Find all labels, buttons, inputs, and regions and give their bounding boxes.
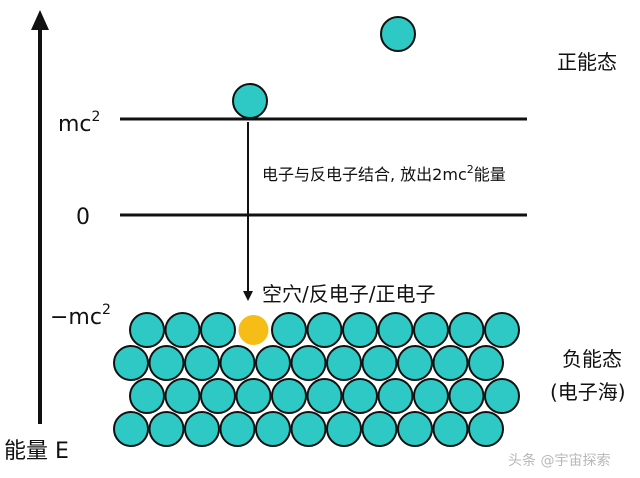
sea-electron [255,345,291,381]
sea-electron [448,312,485,348]
annihilation-annotation: 电子与反电子结合, 放出2mc2能量 [262,163,506,184]
sea-electron [306,312,343,348]
hole-positron [238,315,269,345]
sea-electron [306,378,343,414]
sea-electron [342,378,378,414]
sea-electron [361,345,398,381]
sea-electron [484,312,520,348]
sea-electron [397,345,433,381]
sea-electron [164,378,201,414]
electron-sea [113,312,520,447]
sea-electron [468,411,504,447]
sea-electron [129,378,165,414]
positive-state-label: 正能态 [557,50,617,74]
sea-electron [148,345,185,381]
sea-electron [271,378,307,414]
sea-electron [255,411,291,447]
sea-electron [448,378,485,414]
sea-electron [326,411,362,447]
sea-electron [326,345,362,381]
negative-state-label: 负能态 [562,347,622,371]
sea-electron [432,411,469,447]
sea-electron [377,378,414,414]
sea-electron [290,411,327,447]
sea-electron [235,378,272,414]
watermark: 头条 @宇宙探索 [508,452,610,469]
energy-axis-label: 能量 E [4,439,69,464]
sea-electron [432,345,469,381]
sea-electron [184,345,220,381]
sea-electron [361,411,398,447]
sea-electron [184,411,220,447]
electron-sea-label: (电子海) [550,380,626,404]
level-label-mc2: mc2 [58,109,100,137]
sea-electron [113,411,149,447]
sea-electron [219,345,256,381]
annihilating-electron [232,83,268,119]
sea-electron [113,345,149,381]
level-label-neg-mc2: −mc2 [50,302,111,330]
sea-electron [468,345,504,381]
free-electron [380,16,416,52]
hole-annotation: 空穴/反电子/正电子 [262,282,435,306]
level-label-zero: 0 [76,205,90,230]
sea-electron [413,378,449,414]
sea-electron [200,378,236,414]
sea-electron [148,411,185,447]
sea-electron [129,312,165,348]
sea-electron [377,312,414,348]
sea-electron [200,312,236,348]
sea-electron [397,411,433,447]
sea-electron [219,411,256,447]
sea-electron [484,378,520,414]
sea-electron [290,345,327,381]
sea-electron [342,312,378,348]
sea-electron [164,312,201,348]
sea-electron [271,312,307,348]
energy-axis-arrowhead [31,10,49,30]
sea-electron [413,312,449,348]
